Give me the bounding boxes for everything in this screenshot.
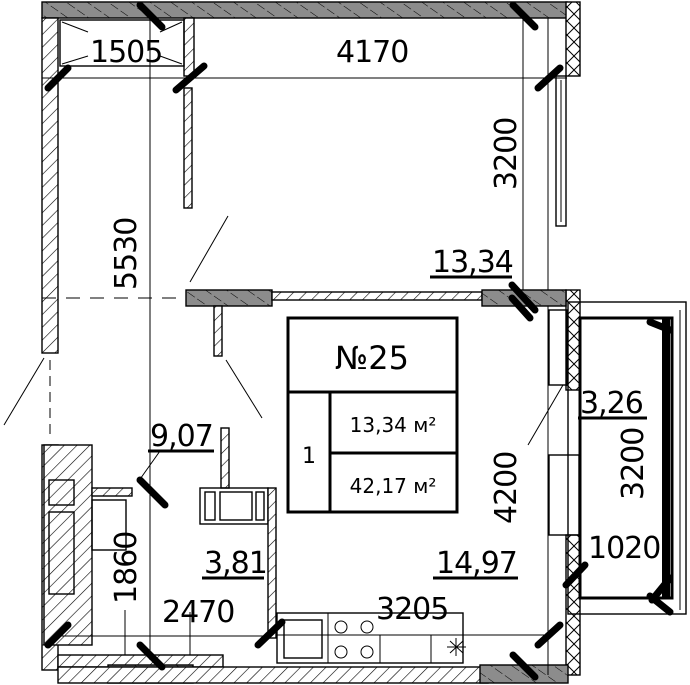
balcony-width-dimension: 1020 [588,531,660,566]
hallway-length-dimension: 5530 [109,218,144,290]
wardrobe-width-dimension: 1505 [90,35,162,70]
bathroom-area: 3,81 [204,546,267,581]
kitchen-area: 14,97 [436,546,517,581]
wardrobe-walls [59,17,195,209]
living-room-depth-dimension: 3200 [489,118,524,190]
door-swings [3,357,564,446]
balcony [548,301,687,615]
bathroom [43,400,277,660]
bathroom-depth-dimension: 1860 [109,532,144,604]
balcony-length-dimension: 3200 [616,428,651,500]
bathroom-width-dimension: 2470 [162,595,234,630]
exterior-wall-top [41,1,568,19]
kitchen-width-dimension: 3205 [376,592,448,627]
exterior-wall-bottom [57,654,569,684]
dimension-ticks [44,1,674,681]
living-area-value: 13,34 м² [350,413,437,437]
living-room-window [555,75,567,227]
living-room-area: 13,34 [432,245,513,280]
apartment-info-table: №25 1 13,34 м² 42,17 м² [286,316,459,514]
dimension-lines [42,18,567,675]
kitchen-counter [276,612,548,664]
rooms-count: 1 [302,444,316,469]
apartment-number: №25 [335,339,409,377]
balcony-area: 3,26 [580,386,643,421]
area-underlines [137,275,647,580]
living-room-partition [185,215,567,419]
total-area-value: 42,17 м² [350,474,437,498]
hallway-area: 9,07 [150,419,213,454]
kitchen-depth-dimension: 4200 [489,452,524,524]
living-room-width-dimension: 4170 [336,35,408,70]
fridge-icon [447,638,466,656]
